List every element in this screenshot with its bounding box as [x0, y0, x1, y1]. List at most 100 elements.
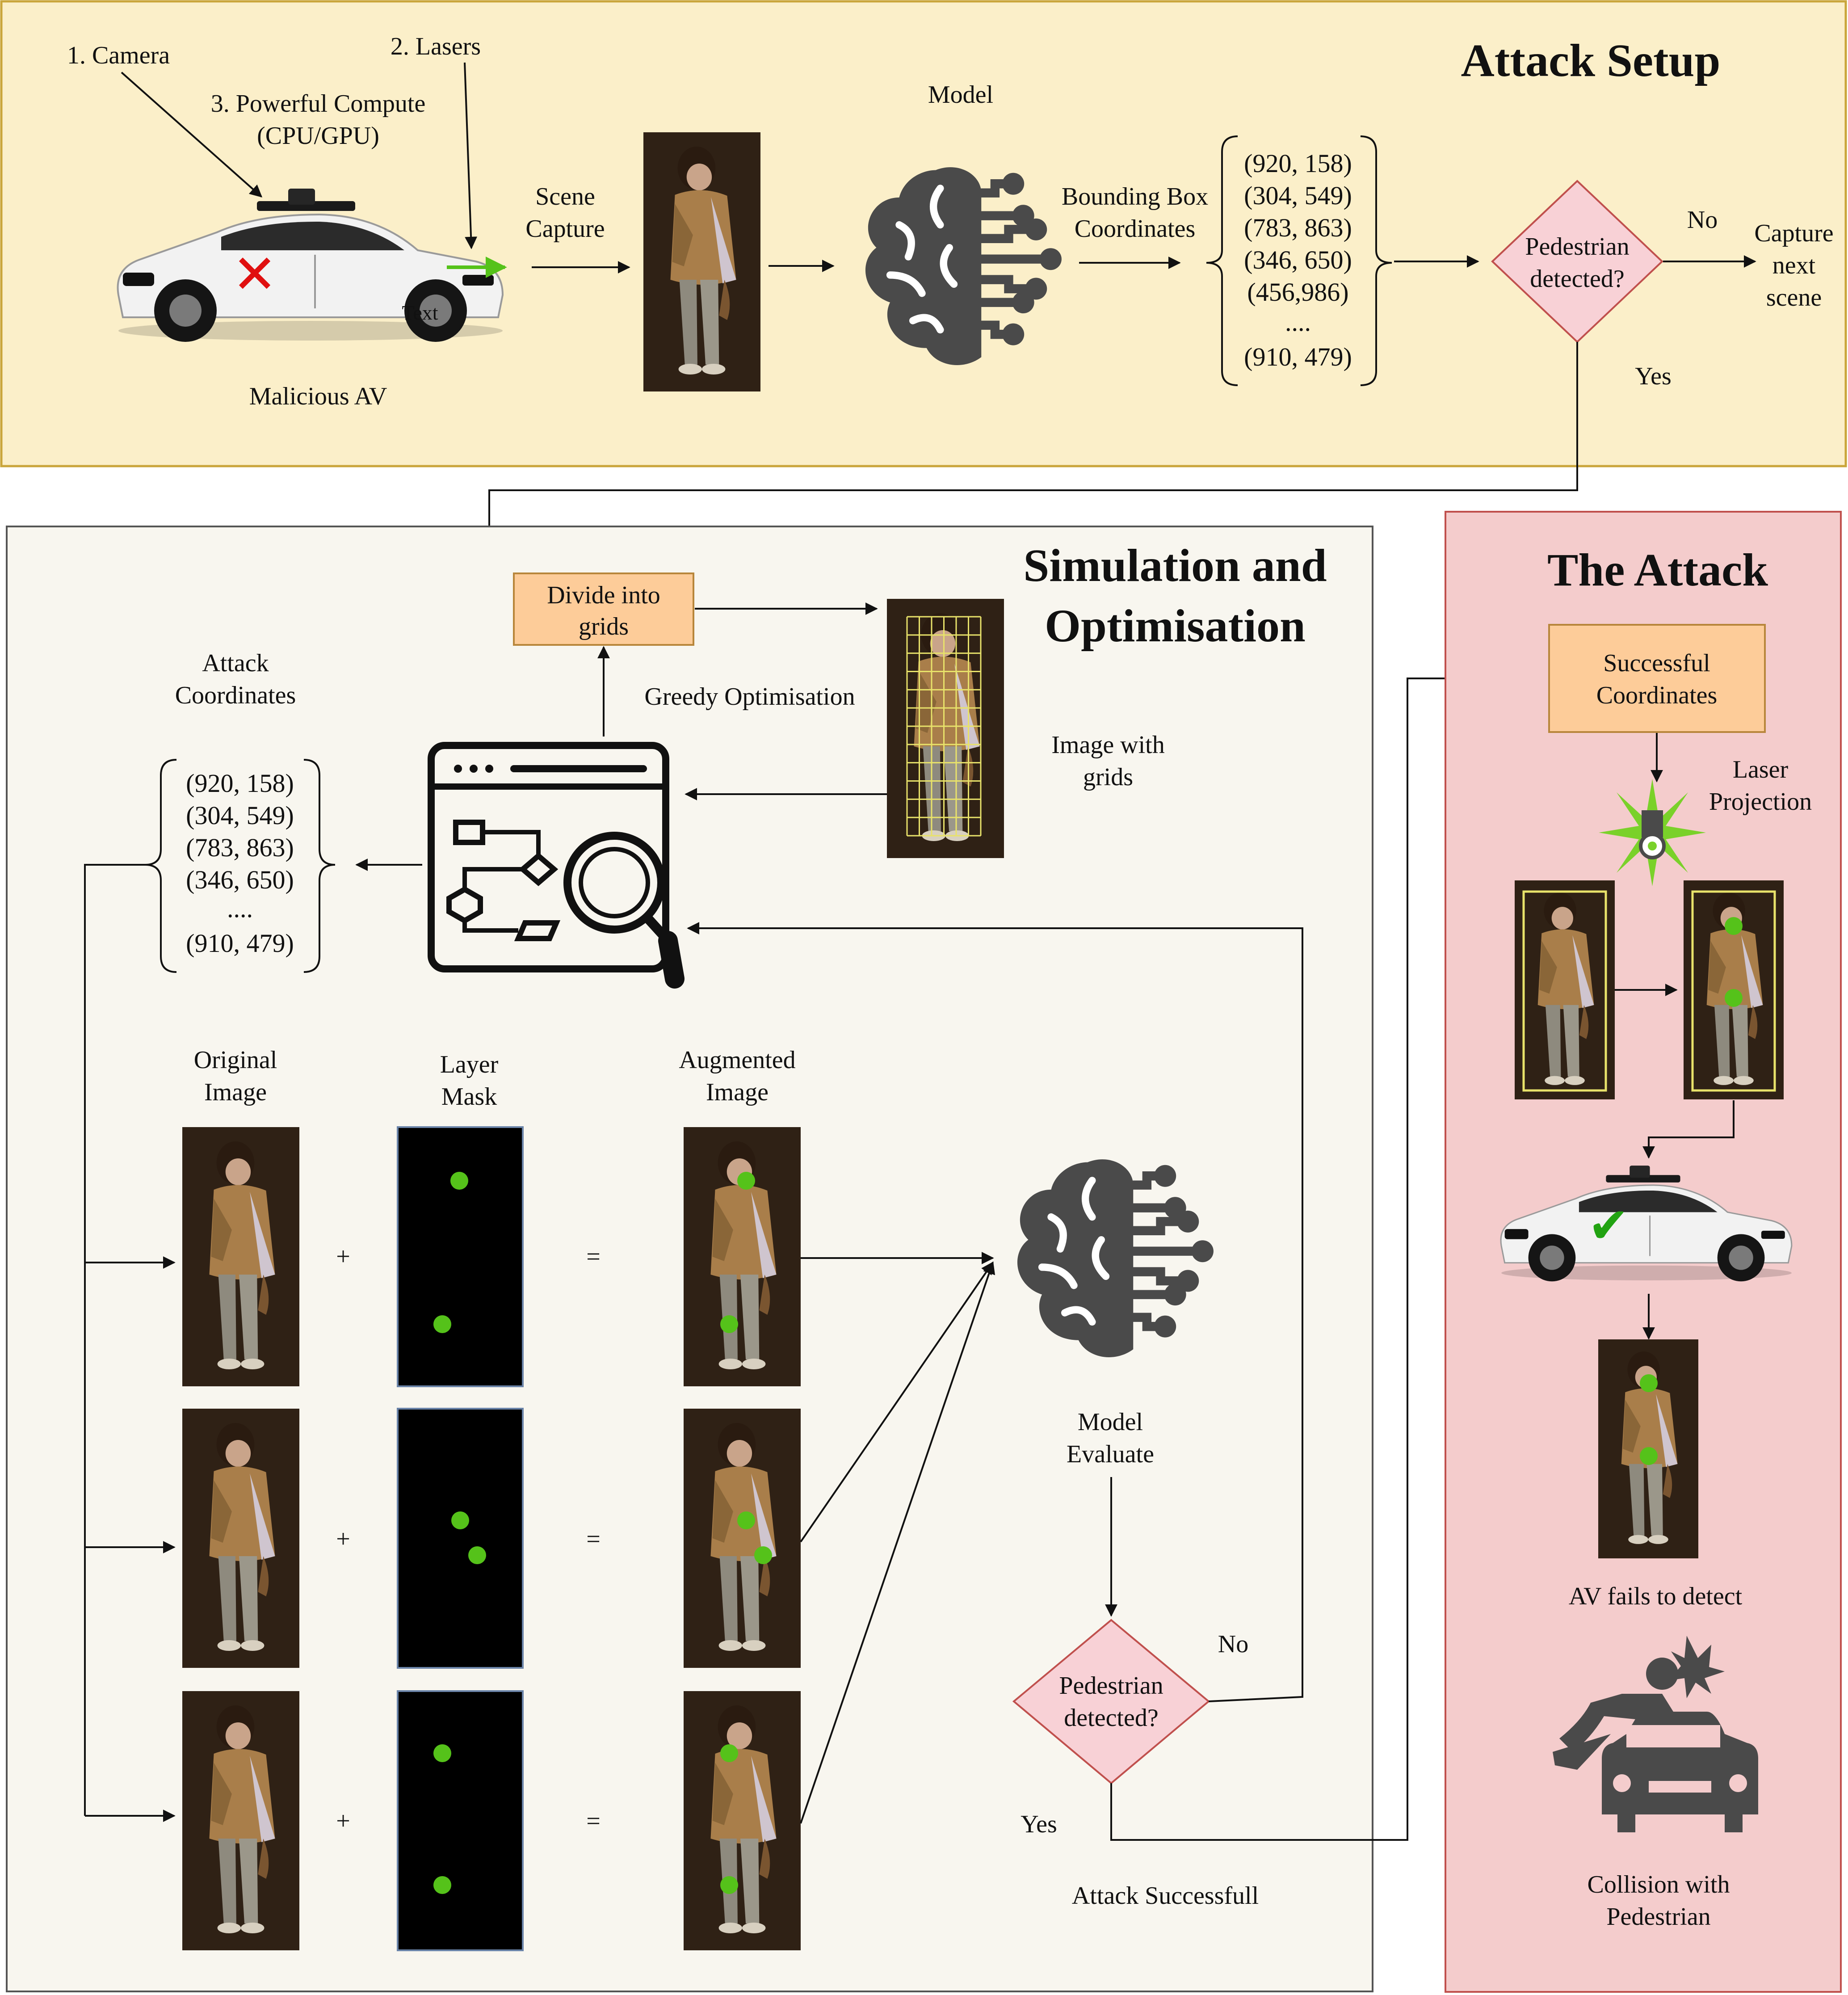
original-image: [182, 1127, 299, 1386]
augmented-image: [684, 1127, 801, 1386]
laser-projection-label: Laser: [1733, 756, 1789, 783]
capture-next-label: Capture: [1754, 219, 1833, 247]
successful-coords-box: [1548, 624, 1766, 733]
layer-mask-label-2: Mask: [441, 1083, 497, 1111]
attack-successful-label: Attack Successfull: [1072, 1882, 1259, 1910]
detection-box-lasered: [1691, 890, 1776, 1092]
bbox-coord: ....: [1285, 307, 1311, 337]
collision-label: Collision with: [1588, 1871, 1730, 1898]
attack-coord: (304, 549): [186, 801, 294, 830]
bbox-label-2: Coordinates: [1075, 215, 1196, 243]
attack-coords-label: Attack: [202, 649, 269, 677]
attack-coord: ....: [227, 894, 253, 923]
image-grids-label: Image with: [1051, 731, 1164, 759]
augmented-dot: [720, 1876, 738, 1894]
bbox-coord: (783, 863): [1244, 213, 1352, 242]
malicious-av-label: Malicious AV: [249, 383, 387, 410]
grid-overlay: [906, 616, 982, 837]
setup-no-label: No: [1687, 206, 1718, 234]
original-image: [182, 1409, 299, 1668]
bbox-coord: (456,986): [1247, 278, 1348, 307]
coords-right-brace: [1360, 135, 1392, 386]
arrow-aug3-to-model: [800, 1261, 995, 1824]
augmented-image: [684, 1691, 801, 1950]
setup-decision-label-2: detected?: [1530, 265, 1624, 293]
augmented-dot: [720, 1744, 738, 1762]
equals-sign: =: [586, 1243, 601, 1271]
attack-coord: (910, 479): [186, 929, 294, 958]
plus-sign: +: [336, 1807, 350, 1835]
laser-dot: [1640, 1374, 1658, 1392]
compute-label-2: (CPU/GPU): [257, 122, 379, 150]
equals-sign: =: [586, 1525, 601, 1553]
original-image-label-2: Image: [204, 1078, 267, 1106]
scene-capture-label: Scene: [535, 183, 595, 210]
sim-no-label: No: [1218, 1630, 1248, 1658]
capture-next-label-2: next: [1772, 252, 1816, 279]
sim-decision-label: Pedestrian: [1059, 1672, 1163, 1700]
augmented-dot: [754, 1546, 772, 1564]
mask-dot: [433, 1315, 451, 1333]
attack-coords-right-brace: [303, 759, 336, 973]
optimiser-window-icon: [428, 742, 685, 989]
model-label: Model: [928, 81, 993, 109]
laser-dot: [1640, 1447, 1658, 1465]
augmented-image: [684, 1409, 801, 1668]
successful-coords-label: Successful: [1603, 649, 1710, 677]
augmented-dot: [720, 1315, 738, 1333]
greedy-optimisation-label: Greedy Optimisation: [644, 683, 855, 711]
bbox-coord: (910, 479): [1244, 342, 1352, 371]
equals-sign: =: [586, 1807, 601, 1835]
attack-coord: (920, 158): [186, 769, 294, 798]
camera-label: 1. Camera: [67, 42, 170, 69]
lasers-pointer: [464, 62, 478, 249]
coords-left-brace: [1206, 135, 1238, 386]
attack-coord: (783, 863): [186, 833, 294, 862]
laser-projection-label-2: Projection: [1709, 788, 1812, 816]
layer-mask-label: Layer: [440, 1051, 499, 1078]
detected-pedestrian-image: [1515, 880, 1615, 1099]
sim-yes-label: Yes: [1021, 1810, 1057, 1838]
augmented-dot: [737, 1172, 755, 1190]
model-evaluate-label: Model: [1078, 1408, 1143, 1436]
original-image: [182, 1691, 299, 1950]
grid-pedestrian-image: [887, 599, 1004, 858]
divide-grids-box: [513, 572, 694, 646]
av-fails-label: AV fails to detect: [1569, 1583, 1743, 1610]
bbox-coord: (304, 549): [1244, 181, 1352, 210]
collision-icon: [1553, 1636, 1758, 1832]
laser-dot: [1725, 917, 1743, 935]
augmented-image-label: Augmented: [679, 1046, 795, 1074]
augmented-image-label-2: Image: [706, 1078, 769, 1106]
bbox-label: Bounding Box: [1062, 183, 1208, 210]
plus-sign: +: [336, 1243, 350, 1271]
image-grids-label-2: grids: [1083, 763, 1133, 791]
sim-decision-label-2: detected?: [1064, 1704, 1158, 1732]
detection-box: [1522, 890, 1607, 1092]
compute-label: 3. Powerful Compute: [211, 90, 426, 118]
simulation-title-2: Optimisation: [1045, 600, 1306, 652]
camera-pointer: [121, 72, 263, 198]
the-attack-title: The Attack: [1547, 544, 1768, 596]
text-stray-label: Text: [402, 301, 438, 324]
successful-coords-label-2: Coordinates: [1596, 682, 1718, 709]
red-x-mark: ✕: [232, 244, 277, 304]
laser-dot: [1725, 989, 1743, 1007]
mask-dot: [468, 1546, 486, 1564]
attack-coord: (346, 650): [186, 865, 294, 894]
bbox-coord: (920, 158): [1244, 149, 1352, 178]
divide-grids-label-2: grids: [579, 613, 629, 640]
bbox-coord: (346, 650): [1244, 245, 1352, 274]
layer-mask: [397, 1408, 524, 1669]
lasers-label: 2. Lasers: [391, 33, 481, 60]
model-evaluate-label-2: Evaluate: [1067, 1440, 1154, 1468]
arrow-to-av: [1642, 1100, 1735, 1159]
setup-decision-label: Pedestrian: [1525, 233, 1629, 261]
layer-mask: [397, 1690, 524, 1951]
plus-sign: +: [336, 1525, 350, 1553]
attack-coords-label-2: Coordinates: [175, 682, 296, 709]
original-image-label: Original: [194, 1046, 277, 1074]
augmented-dot: [737, 1511, 755, 1529]
divide-grids-label: Divide into: [547, 581, 660, 609]
